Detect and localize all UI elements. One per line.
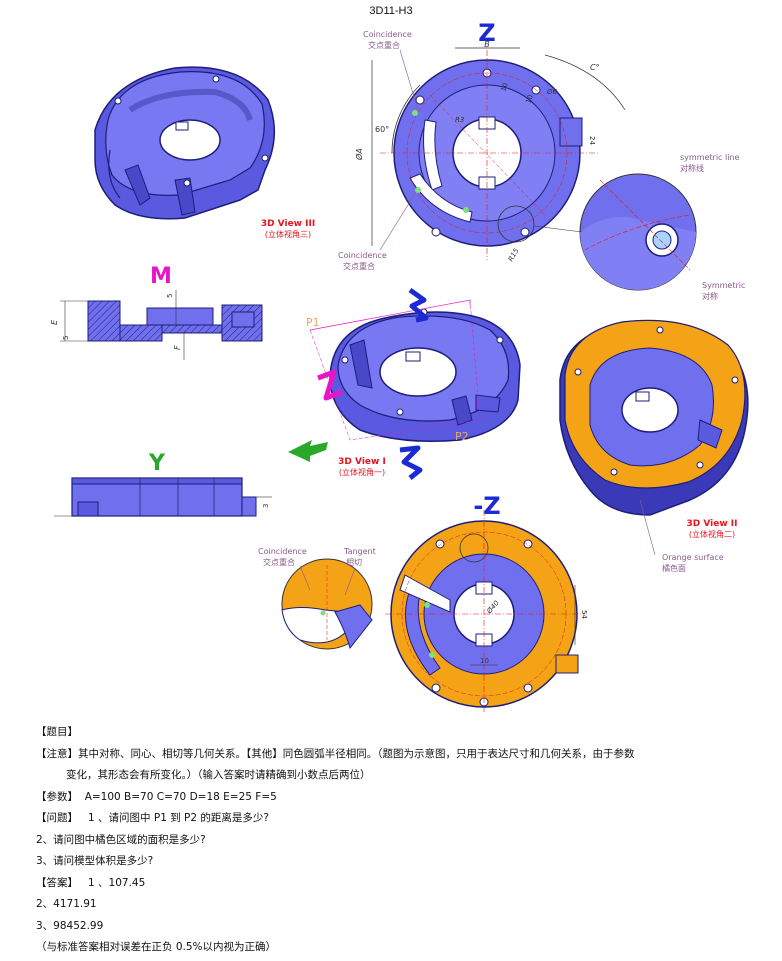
question-2: 2、请问图中橘色区域的面积是多少?	[36, 833, 206, 846]
params-values: A=100 B=70 C=70 D=18 E=25 F=5	[84, 790, 277, 803]
tangent-label-en: Tangent	[343, 547, 376, 556]
note-label: 【注意】	[36, 747, 78, 760]
y-side-view	[54, 477, 272, 517]
other-text: 同色圆弧半径相同。（题图为示意图，只用于表达尺寸和几何关系，由于参数	[282, 747, 635, 760]
symmetric-line-label-cn: 对称线	[680, 163, 704, 173]
coincidence-label-bottom-en: Coincidence	[338, 251, 387, 260]
question-label: 【问题】	[36, 812, 78, 824]
answer-1-line: 【答案】 1 、107.45	[36, 873, 756, 895]
view2-isometric	[559, 319, 749, 556]
question-3: 3、请问模型体积是多少?	[36, 855, 154, 867]
dim-5-b: 5	[62, 336, 70, 340]
symmetric-label-en: Symmetric	[702, 281, 745, 290]
z-top-view	[371, 47, 626, 260]
cad-drawing: 3D View III (立体视角三) Z B C° ØA 60° R3 10 …	[50, 19, 749, 712]
neg-z-axis-label: -Z	[473, 492, 500, 520]
coincidence-label-top-en: Coincidence	[363, 30, 412, 39]
symmetric-zoom-detail	[533, 173, 697, 291]
dim-10-a: 10	[499, 82, 510, 93]
note-continuation: 变化，其形态会有所变化。）（输入答案时请精确到小数点后两位）	[66, 769, 371, 781]
view2-label: 3D View II	[686, 519, 737, 529]
note-text: 其中对称、同心、相切等几何关系。	[78, 747, 246, 760]
coincidence-label-bottom-view-cn: 交点重合	[263, 557, 295, 567]
z-axis-label: Z	[478, 19, 495, 47]
answer-3: 3、98452.99	[36, 919, 104, 932]
dim-f: F	[173, 345, 182, 350]
symmetric-label-cn: 对称	[702, 291, 718, 301]
view2-label-cn: (立体视角二)	[689, 529, 735, 539]
orange-surface-label-cn: 橘色面	[662, 563, 686, 573]
dim-10-b: 10	[524, 94, 535, 105]
document-title: 3D11-H3	[369, 5, 413, 17]
dim-10-c: 10	[480, 657, 489, 665]
neg-z-bottom-view	[385, 510, 585, 712]
view3-label-cn: (立体视角三)	[265, 229, 311, 239]
question-text-block: 【题目】 【注意】其中对称、同心、相切等几何关系。【其他】同色圆弧半径相同。（题…	[36, 722, 756, 959]
dim-e: E	[50, 319, 59, 325]
view3-label: 3D View III	[261, 219, 315, 229]
question-1-line: 【问题】 1 、请问图中 P1 到 P2 的距离是多少?	[36, 808, 756, 830]
symmetric-line-label-en: symmetric line	[680, 153, 740, 162]
coincidence-label-top-cn: 交点重合	[368, 40, 400, 50]
p2-label: P2	[455, 430, 469, 443]
tangent-zoom-detail	[281, 558, 373, 650]
other-label: 【其他】	[246, 747, 283, 760]
view3-isometric	[94, 66, 276, 220]
dim-r3: R3	[455, 116, 464, 124]
dim-3: 3	[262, 504, 270, 508]
dim-5-a: 5	[166, 294, 174, 298]
view1-label-cn: (立体视角一)	[339, 467, 385, 477]
orange-surface-label-en: Orange surface	[662, 553, 724, 562]
m-axis-label: M	[150, 264, 172, 289]
dim-c: C°	[590, 63, 600, 72]
dim-d6: Ø6	[546, 88, 558, 96]
params-line: 【参数】 A=100 B=70 C=70 D=18 E=25 F=5	[36, 787, 756, 809]
section-heading: 【题目】	[36, 726, 78, 738]
m-section-view	[60, 290, 263, 360]
note-line: 【注意】其中对称、同心、相切等几何关系。【其他】同色圆弧半径相同。（题图为示意图…	[36, 744, 756, 766]
coincidence-label-bottom-view-en: Coincidence	[258, 547, 307, 556]
question-1: 1 、请问图中 P1 到 P2 的距离是多少?	[88, 812, 269, 824]
dim-54: 54	[580, 610, 588, 619]
tangent-label-cn: 相切	[346, 557, 362, 567]
answer-1: 1 、107.45	[88, 876, 146, 889]
dim-60: 60°	[375, 125, 389, 134]
view1-isometric	[288, 287, 521, 480]
p1-label: P1	[306, 316, 320, 329]
params-label: 【参数】	[36, 790, 78, 803]
tolerance-note: （与标准答案相对误差在正负 0.5%以内视为正确）	[36, 941, 277, 953]
dim-b: B	[484, 40, 490, 49]
answer-2: 2、4171.91	[36, 898, 97, 910]
dim-24: 24	[588, 136, 596, 145]
y-axis-label: Y	[148, 451, 166, 476]
dim-a: ØA	[354, 148, 364, 161]
answer-label: 【答案】	[36, 876, 78, 889]
view1-label: 3D View I	[338, 457, 386, 467]
coincidence-label-bottom-cn: 交点重合	[343, 261, 375, 271]
